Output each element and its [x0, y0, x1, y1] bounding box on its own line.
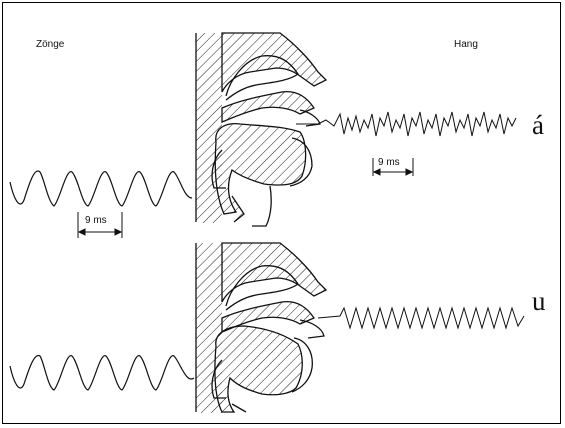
scale-bar-top — [372, 158, 414, 176]
scale-label-left: 9 ms — [85, 215, 107, 226]
scale-bar-left — [77, 212, 123, 238]
speech-waveform-top — [296, 111, 517, 137]
glottal-waveform-bottom — [9, 354, 195, 391]
vocal-tract-top — [195, 32, 328, 227]
sound-label: Hang — [454, 39, 478, 50]
scale-label-top: 9 ms — [378, 157, 400, 168]
vowel-bottom: u — [532, 286, 546, 316]
speech-waveform-bottom — [317, 306, 525, 330]
glottal-waveform-top — [9, 170, 193, 207]
voice-label: Zönge — [36, 39, 65, 50]
vocal-tract-bottom — [195, 242, 328, 413]
vowel-top: á — [532, 110, 544, 140]
